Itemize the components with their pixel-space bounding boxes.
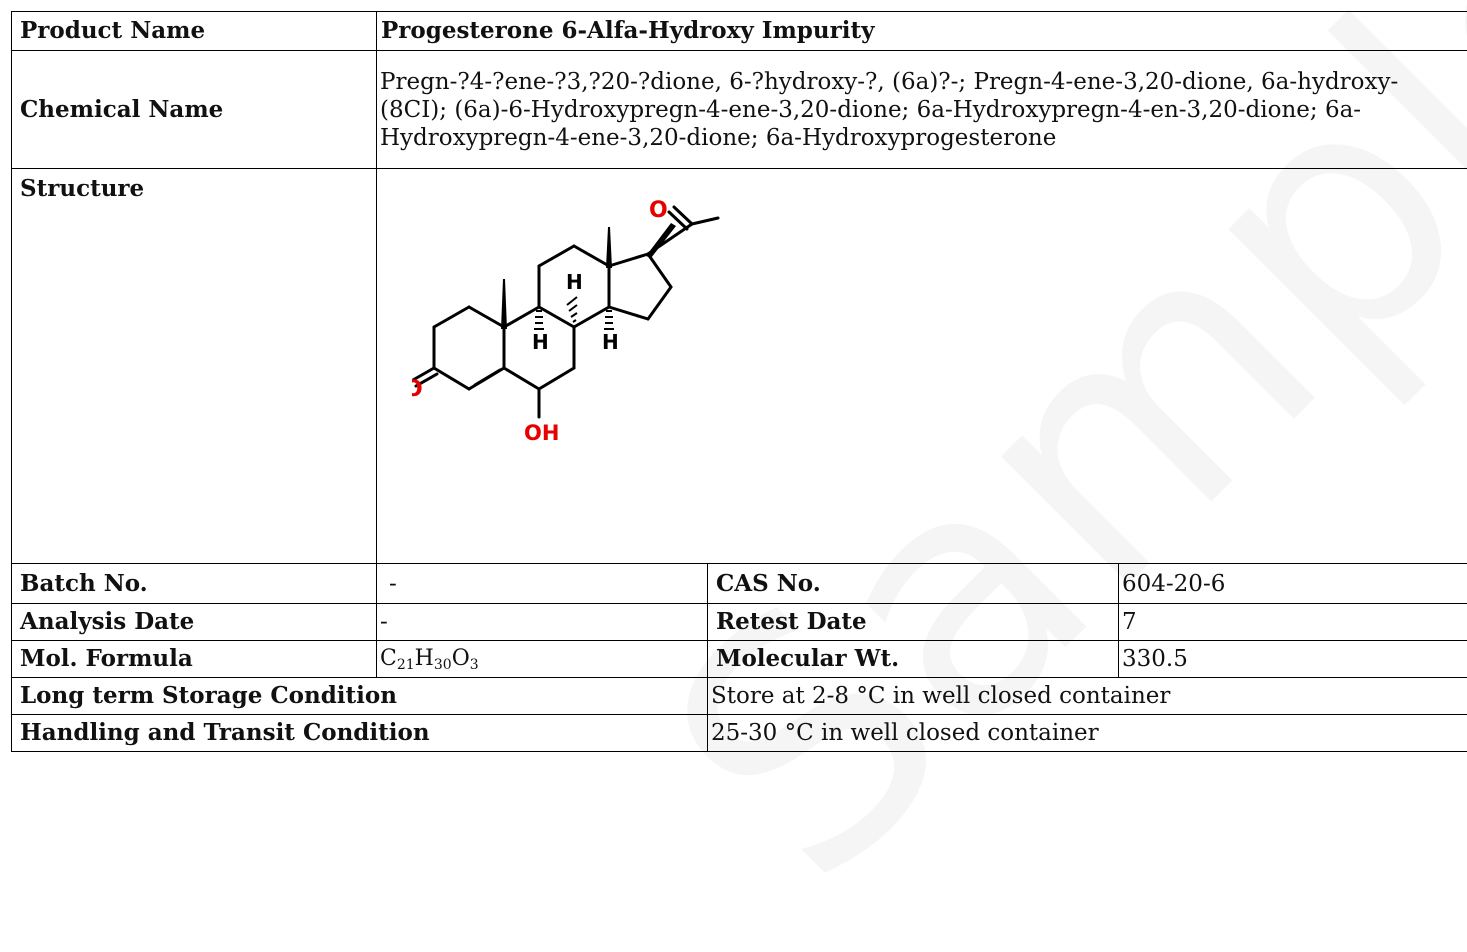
analysis-value: -: [377, 604, 708, 641]
chemical-name-label: Chemical Name: [12, 51, 377, 169]
atom-h-8: H: [532, 330, 549, 354]
retest-label: Retest Date: [708, 604, 1119, 641]
product-name-value: Progesterone 6-Alfa-Hydroxy Impurity: [377, 12, 1467, 51]
batch-label: Batch No.: [12, 564, 377, 604]
cas-value: 604-20-6: [1119, 564, 1467, 604]
batch-value: -: [377, 564, 708, 604]
product-name-label: Product Name: [12, 12, 377, 51]
row-chemical-name: Chemical Name Pregn-?4-?ene-?3,?20-?dion…: [12, 51, 1467, 169]
storage-label: Long term Storage Condition: [12, 678, 708, 715]
atom-o-left: O: [412, 377, 423, 402]
formula-label: Mol. Formula: [12, 641, 377, 678]
atom-h-9: H: [566, 270, 583, 294]
handling-label: Handling and Transit Condition: [12, 715, 708, 752]
row-formula: Mol. Formula C21H30O3 Molecular Wt. 330.…: [12, 641, 1467, 678]
mw-label: Molecular Wt.: [708, 641, 1119, 678]
row-handling: Handling and Transit Condition 25-30 °C …: [12, 715, 1467, 752]
atom-o-top: O: [649, 199, 668, 223]
retest-value: 7: [1119, 604, 1467, 641]
mw-value: 330.5: [1119, 641, 1467, 678]
handling-value: 25-30 °C in well closed container: [708, 715, 1467, 752]
coa-table: Product Name Progesterone 6-Alfa-Hydroxy…: [11, 11, 1467, 752]
cas-label: CAS No.: [708, 564, 1119, 604]
row-product-name: Product Name Progesterone 6-Alfa-Hydroxy…: [12, 12, 1467, 51]
structure-diagram: O O OH H H H: [412, 199, 812, 529]
row-structure: Structure: [12, 169, 1467, 564]
atom-h-14: H: [602, 330, 619, 354]
formula-value: C21H30O3: [377, 641, 708, 678]
chemical-name-value: Pregn-?4-?ene-?3,?20-?dione, 6-?hydroxy-…: [377, 51, 1467, 169]
row-storage: Long term Storage Condition Store at 2-8…: [12, 678, 1467, 715]
structure-cell: O O OH H H H: [377, 169, 1467, 564]
analysis-label: Analysis Date: [12, 604, 377, 641]
row-analysis: Analysis Date - Retest Date 7: [12, 604, 1467, 641]
row-batch: Batch No. - CAS No. 604-20-6: [12, 564, 1467, 604]
atom-oh: OH: [524, 421, 559, 445]
storage-value: Store at 2-8 °C in well closed container: [708, 678, 1467, 715]
structure-label: Structure: [12, 169, 377, 564]
